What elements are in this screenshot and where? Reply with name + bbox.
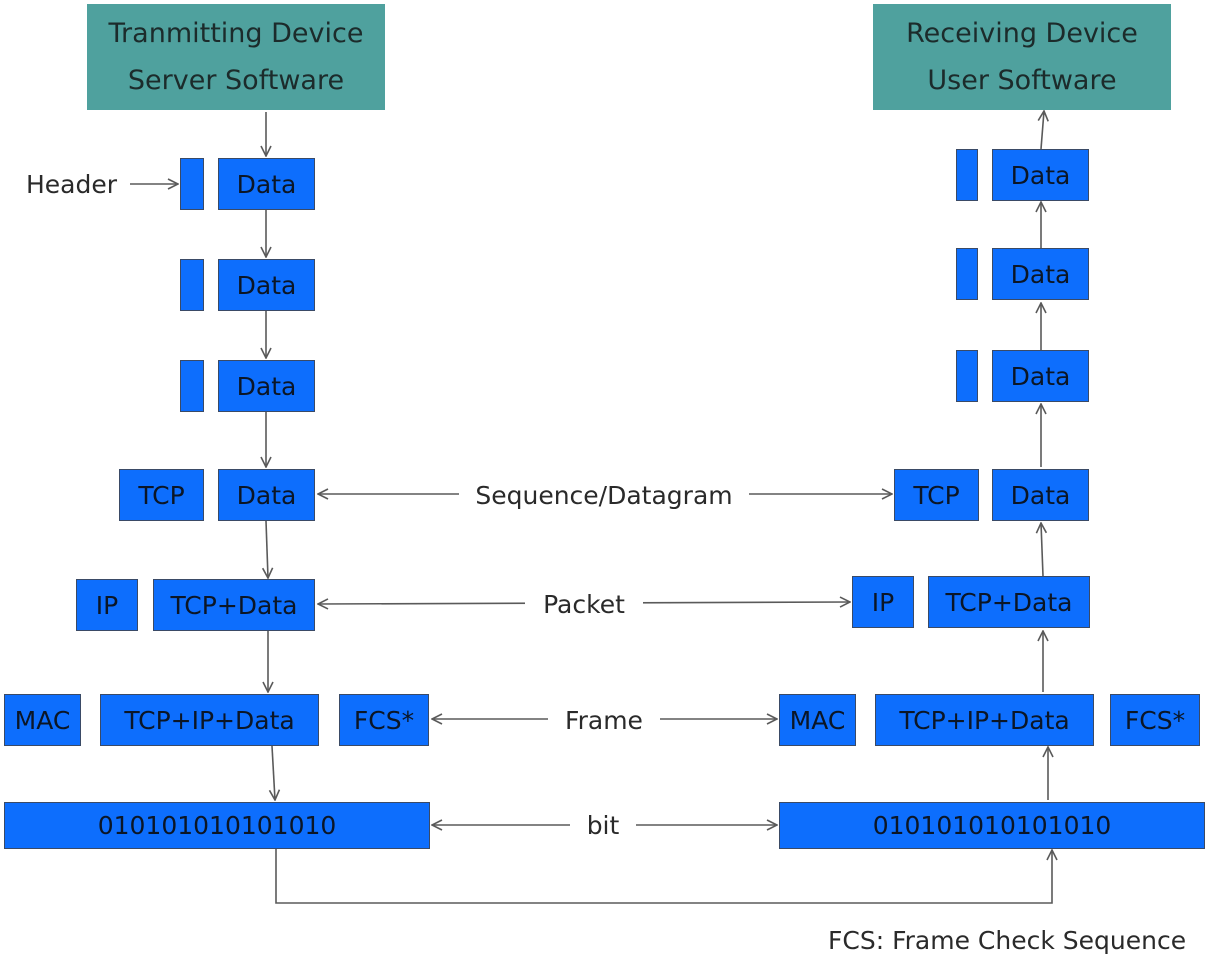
receiving-device-box: Receiving Device User Software <box>873 4 1171 110</box>
rx-data-block-2: Data <box>992 248 1089 300</box>
tx-fcs-block: FCS* <box>339 694 429 746</box>
header-label: Header <box>26 170 118 199</box>
rx-tcp-data-block: Data <box>992 469 1089 521</box>
tx-ip-block: IP <box>76 579 138 631</box>
physical-link-path <box>275 849 1052 904</box>
tx-header-block-3 <box>180 360 204 412</box>
packet-link-label: Packet <box>525 584 643 624</box>
tx-header-block-2 <box>180 259 204 311</box>
rx-data-block-3: Data <box>992 350 1089 402</box>
rx-tcp-block: TCP <box>894 469 979 521</box>
tx-arrow-7 <box>272 745 275 800</box>
transmitting-device-title: Tranmitting Device <box>108 18 364 49</box>
rx-frame-payload-block: TCP+IP+Data <box>875 694 1094 746</box>
transmitting-device-subtitle: Server Software <box>127 65 345 96</box>
rx-ip-payload-block: TCP+Data <box>928 576 1090 628</box>
fcs-footnote: FCS: Frame Check Sequence <box>828 926 1187 955</box>
tx-data-block-3: Data <box>218 360 315 412</box>
segment-link-label: Sequence/Datagram <box>459 475 749 515</box>
transmitting-device-box: Tranmitting Device Server Software <box>87 4 385 110</box>
rx-mac-block: MAC <box>779 694 856 746</box>
receiving-device-subtitle: User Software <box>927 65 1117 96</box>
tx-tcp-block: TCP <box>119 469 204 521</box>
tx-bit-stream: 010101010101010 <box>4 802 430 849</box>
tx-arrow-5 <box>266 520 268 578</box>
rx-header-block-1 <box>956 149 978 201</box>
rx-data-block-1: Data <box>992 149 1089 201</box>
rx-arrow-7 <box>1041 111 1044 150</box>
rx-arrow-3 <box>1041 523 1043 577</box>
tx-mac-block: MAC <box>4 694 81 746</box>
tx-tcp-data-block: Data <box>218 469 315 521</box>
rx-header-block-3 <box>956 350 978 402</box>
receiving-device-title: Receiving Device <box>906 18 1138 49</box>
rx-fcs-block: FCS* <box>1110 694 1200 746</box>
bit-link-label: bit <box>570 805 636 845</box>
tx-header-block-1 <box>180 158 204 210</box>
tx-data-block-1: Data <box>218 158 315 210</box>
frame-link-label: Frame <box>548 700 660 740</box>
tx-data-block-2: Data <box>218 259 315 311</box>
tx-frame-payload-block: TCP+IP+Data <box>100 694 319 746</box>
rx-ip-block: IP <box>852 576 914 628</box>
rx-header-block-2 <box>956 248 978 300</box>
tx-ip-payload-block: TCP+Data <box>153 579 315 631</box>
rx-bit-stream: 010101010101010 <box>779 802 1205 849</box>
